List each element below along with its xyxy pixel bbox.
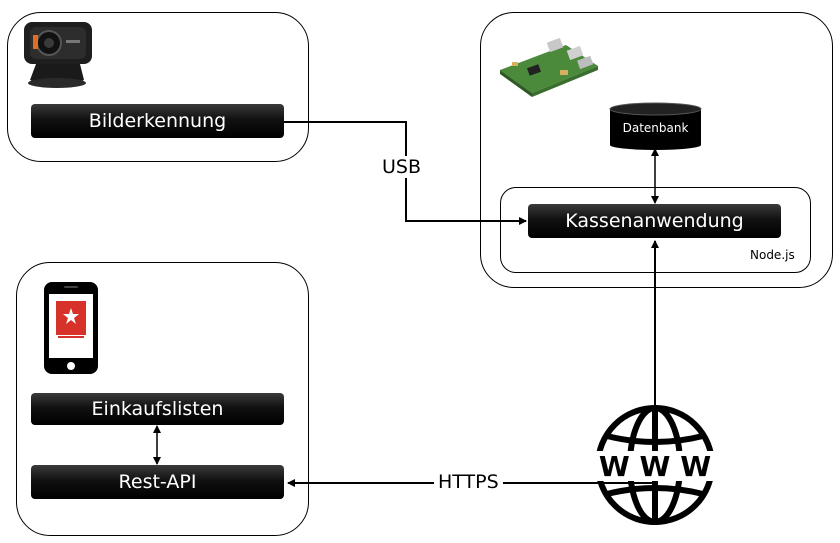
smartphone-icon [44, 282, 98, 374]
https-label: HTTPS [434, 471, 503, 493]
usb-label: USB [378, 156, 426, 178]
kassenanwendung-box: Kassenanwendung [528, 204, 781, 238]
raspberry-pi-icon [500, 37, 598, 97]
bilderkennung-box: Bilderkennung [31, 104, 284, 138]
globe-www-text: W W W [599, 450, 711, 483]
database-icon [609, 102, 702, 150]
globe-text-backdrop [594, 451, 716, 481]
einkaufslisten-box: Einkaufslisten [31, 393, 284, 425]
rest-api-box: Rest-API [31, 465, 284, 499]
database-label: Datenbank [622, 121, 689, 135]
webcam-icon [24, 22, 92, 88]
nodejs-label: Node.js [750, 248, 795, 262]
